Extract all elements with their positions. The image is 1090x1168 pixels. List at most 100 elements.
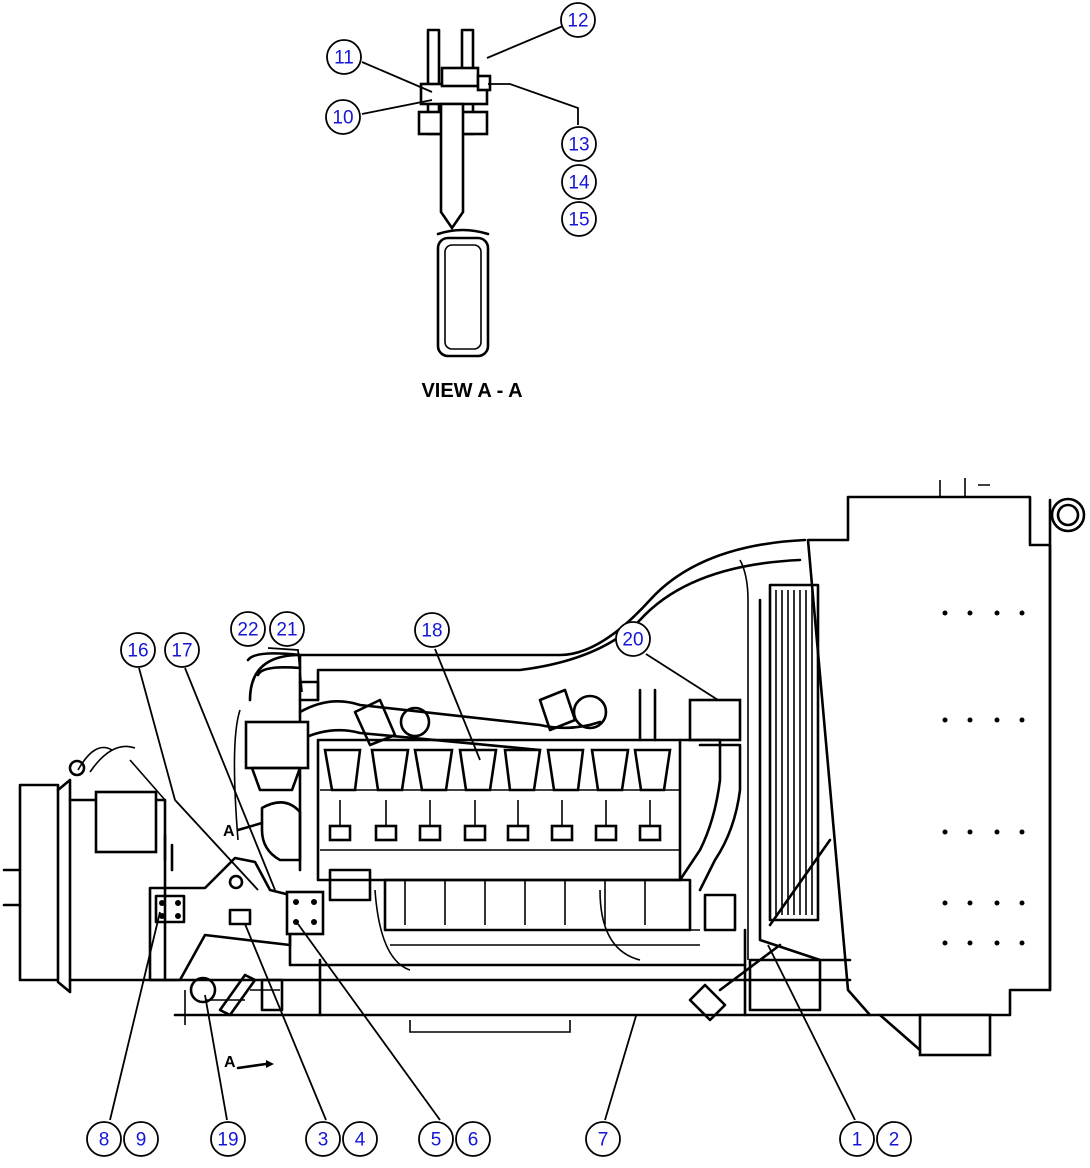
- callout-6: 6: [455, 1121, 491, 1157]
- callout-label: 9: [136, 1130, 147, 1151]
- flywheel-rim: [56, 778, 72, 994]
- leader-10: [361, 99, 433, 115]
- head-2: [370, 748, 410, 792]
- shear-block: [285, 890, 325, 936]
- callout-circle: [269, 611, 305, 647]
- callout-circle: [342, 1121, 378, 1157]
- callout-label: 20: [622, 630, 643, 651]
- drain-plug: [189, 976, 217, 1004]
- engine-assembly: [2, 478, 1086, 1057]
- callout-label: 16: [127, 641, 148, 662]
- cap-8: [638, 824, 662, 842]
- radiator-fins: [775, 590, 813, 915]
- callout-label: 22: [237, 620, 258, 641]
- callout-circle: [876, 1121, 912, 1157]
- callout-circle: [560, 2, 596, 38]
- callout-circle: [86, 1121, 122, 1157]
- elbow-right: [538, 688, 577, 732]
- callout-21: 21: [269, 611, 305, 647]
- leader-17: [184, 667, 276, 891]
- bottom-bracket: [918, 1013, 992, 1057]
- callout-1: 1: [839, 1121, 875, 1157]
- callout-label: 15: [568, 210, 589, 231]
- callout-circle: [561, 164, 597, 200]
- callout-7: 7: [585, 1121, 621, 1157]
- tank-section-inner: [444, 244, 482, 350]
- callout-9: 9: [123, 1121, 159, 1157]
- callout-label: 4: [355, 1130, 366, 1151]
- sensor-diamond: [688, 983, 727, 1022]
- tank-section-outer: [436, 236, 490, 358]
- hood-outline-outer: [248, 538, 807, 702]
- coolant-hose: [678, 738, 722, 882]
- bottom-brace: [878, 1013, 922, 1052]
- cap-1: [328, 824, 352, 842]
- mount-hole: [228, 874, 244, 890]
- callout-label: 12: [567, 11, 588, 32]
- callout-circle: [120, 632, 156, 668]
- callout-11: 11: [326, 39, 362, 75]
- head-7: [590, 748, 630, 792]
- cap-ring-inner: [1056, 503, 1080, 527]
- leader-5-6: [297, 923, 441, 1121]
- coolant-hose-2: [698, 743, 742, 892]
- callout-10: 10: [325, 99, 361, 135]
- frame-rail-ends: [318, 958, 747, 1017]
- turbo-right: [572, 694, 608, 730]
- package-bolts: [942, 610, 1025, 946]
- callout-15: 15: [561, 201, 597, 237]
- oil-pan: [288, 928, 747, 967]
- frame-details: [184, 989, 280, 1025]
- break-mark-top: [436, 228, 490, 236]
- radiator-frame: [758, 598, 852, 962]
- callout-circle: [561, 126, 597, 162]
- callout-2: 2: [876, 1121, 912, 1157]
- callout-circle: [455, 1121, 491, 1157]
- callout-22: 22: [230, 611, 266, 647]
- cap-5: [506, 824, 530, 842]
- chain-link-1: [218, 973, 257, 1017]
- clamp-top: [440, 66, 480, 88]
- mount-plate: [154, 894, 186, 924]
- callout-label: 13: [568, 135, 589, 156]
- thermostat-housing: [688, 698, 742, 742]
- top-fittings: [939, 478, 990, 497]
- callout-label: 21: [276, 620, 297, 641]
- air-cleaner-hopper: [250, 766, 302, 792]
- head-1: [323, 748, 362, 792]
- cap-ring-outer: [1050, 497, 1086, 533]
- air-duct-inner: [256, 666, 302, 677]
- callout-label: 8: [99, 1130, 110, 1151]
- crankcase-panels: [404, 880, 646, 925]
- callout-label: 3: [318, 1130, 329, 1151]
- callout-label: 7: [598, 1130, 609, 1151]
- starter-box: [94, 790, 158, 854]
- cooling-package: [806, 495, 1052, 1017]
- callout-circle: [325, 99, 361, 135]
- radiator-core: [768, 583, 820, 922]
- callout-17: 17: [164, 632, 200, 668]
- leader-21-22: [267, 647, 303, 693]
- stay-rod: [768, 838, 832, 927]
- section-mark-upper-label: A: [223, 823, 235, 840]
- probe-body: [439, 102, 465, 231]
- cap-6: [550, 824, 574, 842]
- callout-circle: [585, 1121, 621, 1157]
- callout-label: 1: [852, 1130, 863, 1151]
- pan-ribs: [390, 929, 700, 946]
- callout-13: 13: [561, 126, 597, 162]
- block-lines: [320, 789, 680, 851]
- turbo-left: [399, 706, 431, 738]
- callout-19: 19: [210, 1121, 246, 1157]
- leader-lines: [109, 25, 856, 1121]
- leader-16: [138, 667, 259, 891]
- hose-left: [233, 709, 241, 841]
- callout-20: 20: [615, 621, 651, 657]
- cap-2: [374, 824, 398, 842]
- section-mark-lower-label: A: [224, 1054, 236, 1071]
- radiator-foot: [748, 958, 822, 1012]
- callout-circle: [839, 1121, 875, 1157]
- head-8: [633, 748, 672, 792]
